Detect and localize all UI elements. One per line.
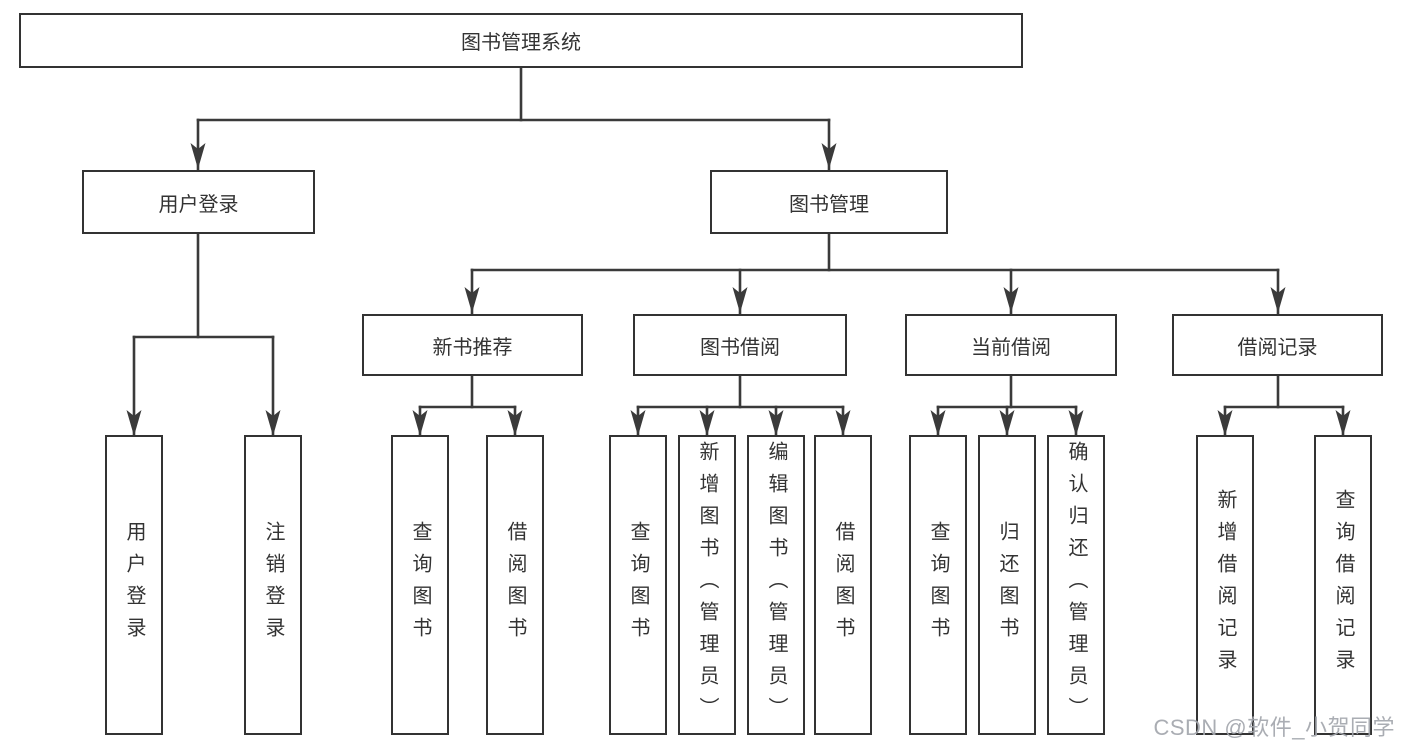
leaf-query-books-current: 查询图书	[909, 435, 967, 735]
node-borrowing-records: 借阅记录	[1172, 314, 1383, 376]
leaf-label: 查询图书	[409, 521, 431, 649]
node-user-login: 用户登录	[82, 170, 315, 234]
node-label: 图书管理	[789, 193, 869, 216]
node-label: 借阅记录	[1237, 336, 1318, 359]
node-label: 用户登录	[158, 193, 239, 216]
node-current-borrowing: 当前借阅	[905, 314, 1117, 376]
csdn-watermark: CSDN @软件_小贺同学	[1153, 715, 1395, 740]
leaf-label: 查询图书	[927, 521, 949, 649]
leaf-user-login: 用户登录	[105, 435, 163, 735]
node-label: 新书推荐	[432, 336, 513, 359]
leaf-label: 借阅图书	[832, 521, 854, 649]
leaf-query-books-borrowing: 查询图书	[609, 435, 667, 735]
node-label: 当前借阅	[971, 336, 1051, 359]
node-label: 图书借阅	[700, 336, 780, 359]
leaf-edit-books-admin: 编辑图书（管理员）	[747, 435, 805, 735]
node-book-borrowing: 图书借阅	[633, 314, 847, 376]
leaf-query-borrow-record: 查询借阅记录	[1314, 435, 1372, 735]
leaf-return-books: 归还图书	[978, 435, 1036, 735]
node-label: 图书管理系统	[461, 32, 581, 54]
node-root-library-management-system: 图书管理系统	[19, 13, 1023, 68]
leaf-label: 查询图书	[627, 521, 649, 649]
leaf-label: 注销登录	[262, 521, 284, 649]
leaf-label: 查询借阅记录	[1332, 489, 1354, 681]
leaf-label: 新增借阅记录	[1214, 489, 1236, 681]
leaf-label: 确认归还（管理员）	[1065, 441, 1087, 729]
leaf-label: 新增图书（管理员）	[696, 441, 718, 729]
leaf-label: 编辑图书（管理员）	[765, 441, 787, 729]
leaf-borrow-books: 借阅图书	[814, 435, 872, 735]
leaf-label: 归还图书	[996, 521, 1018, 649]
leaf-logout: 注销登录	[244, 435, 302, 735]
leaf-label: 用户登录	[123, 521, 145, 649]
leaf-add-books-admin: 新增图书（管理员）	[678, 435, 736, 735]
leaf-query-books-recommend: 查询图书	[391, 435, 449, 735]
leaf-borrow-books-recommend: 借阅图书	[486, 435, 544, 735]
node-book-management: 图书管理	[710, 170, 948, 234]
leaf-confirm-return-admin: 确认归还（管理员）	[1047, 435, 1105, 735]
leaf-add-borrow-record: 新增借阅记录	[1196, 435, 1254, 735]
node-new-book-recommendation: 新书推荐	[362, 314, 583, 376]
leaf-label: 借阅图书	[504, 521, 526, 649]
